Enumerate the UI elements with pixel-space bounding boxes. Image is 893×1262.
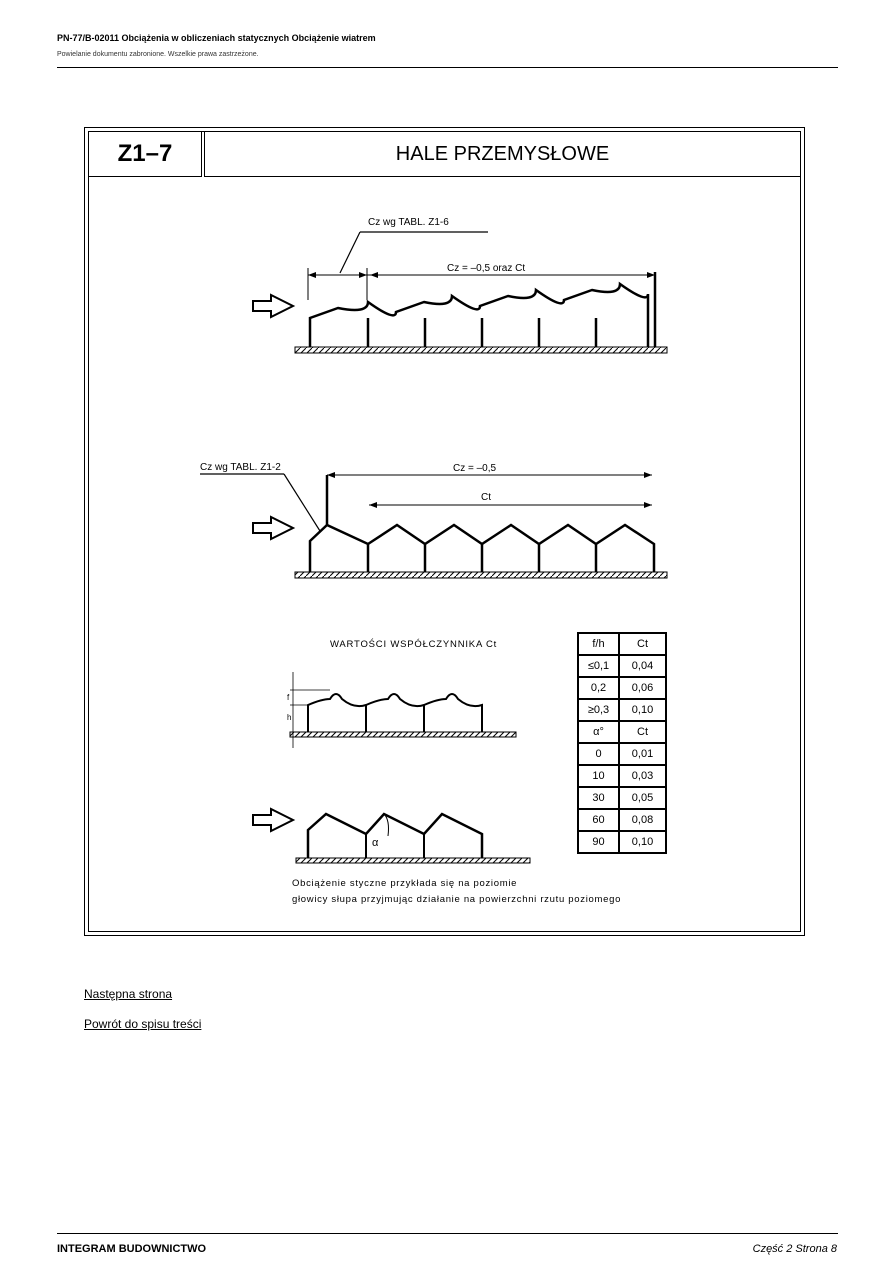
note-line-1: Obciążenie styczne przykłada się na pozi… [292, 878, 518, 889]
table-cell: 0,05 [618, 786, 667, 810]
table-row: 10 0,03 [577, 764, 667, 788]
table-row: 0 0,01 [577, 742, 667, 766]
table-cell: 0,04 [618, 654, 667, 678]
diagram2-span-label: Cz = –0,5 [453, 463, 497, 474]
table-header-cell: Ct [618, 720, 667, 744]
diagram2-ct-label: Ct [481, 492, 491, 503]
table-cell: 0,06 [618, 676, 667, 700]
table-cell: 30 [577, 786, 620, 810]
table-cell: 10 [577, 764, 620, 788]
table-cell: 60 [577, 808, 620, 832]
footer-page-number: Część 2 Strona 8 [752, 1243, 837, 1255]
dim-h-label: h [287, 713, 291, 722]
table-header-cell: f/h [577, 632, 620, 656]
diagram-coefficient: WARTOŚCI WSPÓŁCZYNNIKA Ct f h α [252, 638, 531, 864]
coef-section-title: WARTOŚCI WSPÓŁCZYNNIKA Ct [330, 638, 497, 650]
note-line-2: głowicy słupa przyjmując działanie na po… [292, 894, 622, 905]
alpha-label: α [372, 837, 379, 849]
header-divider [57, 67, 838, 68]
diagram2-ref-label: Cz wg TABL. Z1-2 [200, 462, 281, 473]
table-row: α° Ct [577, 720, 667, 744]
footer-publisher: INTEGRAM BUDOWNICTWO [57, 1243, 207, 1255]
table-cell: ≥0,3 [577, 698, 620, 722]
table-row: 90 0,10 [577, 830, 667, 854]
document-header-title: PN-77/B-02011 Obciążenia w obliczeniach … [57, 33, 376, 43]
table-row: 30 0,05 [577, 786, 667, 810]
table-header-cell: α° [577, 720, 620, 744]
table-cell: 0 [577, 742, 620, 766]
table-row: 0,2 0,06 [577, 676, 667, 700]
table-cell: 0,10 [618, 830, 667, 854]
sheet-frame: Z1–7 HALE PRZEMYSŁOWE [84, 127, 805, 936]
table-cell: ≤0,1 [577, 654, 620, 678]
table-row: f/h Ct [577, 632, 667, 656]
sheet-frame-inner: Z1–7 HALE PRZEMYSŁOWE [88, 131, 801, 932]
ct-coefficient-table: f/h Ct ≤0,1 0,04 0,2 0,06 ≥0,3 0,10 α° C… [577, 632, 667, 854]
diagram-gable-halls: Cz wg TABL. Z1-2 Cz = –0,5 Ct [200, 462, 668, 579]
table-row: ≤0,1 0,04 [577, 654, 667, 678]
table-cell: 0,03 [618, 764, 667, 788]
toc-link[interactable]: Powrót do spisu treści [84, 1017, 202, 1031]
diagram1-span-label: Cz = –0,5 oraz Ct [447, 263, 525, 274]
table-row: ≥0,3 0,10 [577, 698, 667, 722]
footer-divider [57, 1233, 838, 1234]
table-cell: 0,2 [577, 676, 620, 700]
dim-f-label: f [287, 693, 290, 702]
table-cell: 0,08 [618, 808, 667, 832]
table-header-cell: Ct [618, 632, 667, 656]
diagram-arched-halls: Cz wg TABL. Z1-6 Cz = –0,5 oraz Ct [252, 217, 668, 354]
wind-arrow-icon [252, 807, 296, 833]
table-cell: 90 [577, 830, 620, 854]
table-cell: 0,10 [618, 698, 667, 722]
table-row: 60 0,08 [577, 808, 667, 832]
diagram1-ref-label: Cz wg TABL. Z1-6 [368, 217, 449, 228]
wind-arrow-icon [252, 515, 296, 541]
sheet-code: Z1–7 [89, 132, 202, 177]
document-header-subtitle: Powielanie dokumentu zabronione. Wszelki… [57, 51, 259, 58]
table-cell: 0,01 [618, 742, 667, 766]
next-page-link[interactable]: Następna strona [84, 987, 173, 1001]
sheet-title: HALE PRZEMYSŁOWE [204, 132, 800, 177]
wind-arrow-icon [252, 293, 296, 319]
